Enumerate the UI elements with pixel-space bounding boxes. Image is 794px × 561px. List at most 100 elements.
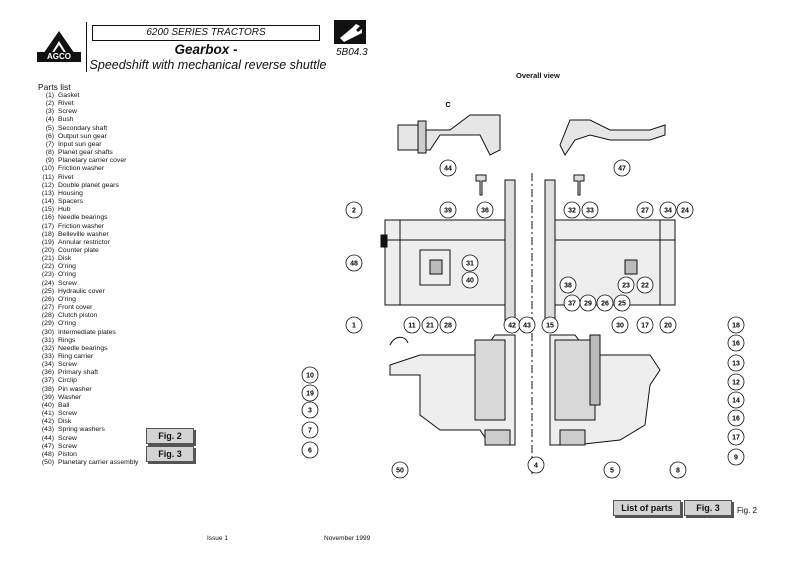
callout-top-5: 32	[563, 201, 581, 219]
part-number: (4)	[45, 116, 54, 124]
part-number: (7)	[45, 140, 54, 148]
part-number: (33)	[41, 353, 54, 360]
parts-list-item: (11)Rivet	[38, 174, 138, 182]
callout-number: 50	[396, 468, 404, 475]
callout-number: 47	[618, 166, 626, 173]
callout-number: 11	[408, 323, 416, 330]
callout-top-9: 24	[676, 201, 694, 219]
parts-list-item: (29)O'ring	[38, 320, 138, 328]
callout-number: 39	[444, 208, 452, 215]
callout-bottom-1: 11	[403, 316, 421, 334]
parts-list-item: (47)Screw	[38, 443, 138, 451]
callout-number: 23	[622, 283, 630, 290]
callout-number: 19	[306, 391, 314, 398]
parts-list-item: (39)Washer	[38, 394, 138, 402]
part-number: (34)	[41, 361, 54, 369]
callout-bottom-17: 12	[727, 373, 745, 391]
parts-list-item: (40)Ball	[38, 402, 138, 410]
section-code: 5B04.3	[336, 47, 368, 58]
parts-list-item: (36)Primary shaft	[38, 369, 138, 377]
callout-number: 21	[426, 323, 434, 330]
callout-bottom-19: 16	[727, 409, 745, 427]
callout-number: 15	[546, 323, 554, 330]
part-label: Input sun gear	[58, 140, 102, 148]
part-label: Clutch piston	[58, 312, 98, 320]
issue-label: Issue 1	[207, 535, 228, 542]
part-number: (9)	[45, 157, 54, 165]
callout-bottom-23: 19	[301, 384, 319, 402]
parts-list-item: (22)O'ring	[38, 263, 138, 271]
callout-top-4: 36	[476, 201, 494, 219]
part-label: Screw	[58, 442, 77, 450]
part-number: (3)	[45, 108, 54, 116]
callout-bottom-22: 10	[301, 366, 319, 384]
parts-list-item: (13)Housing	[38, 190, 138, 198]
callout-number: 42	[508, 323, 516, 330]
callout-bottom-26: 6	[301, 441, 319, 459]
parts-list-item: (28)Clutch piston	[38, 312, 138, 320]
callout-number: 16	[732, 416, 740, 423]
callout-bottom-4: 42	[503, 316, 521, 334]
part-number: (2)	[45, 100, 54, 108]
callout-top-10: 48	[345, 254, 363, 272]
parts-list-item: (34)Screw	[38, 361, 138, 369]
part-number: (30)	[41, 328, 54, 336]
parts-list-item: (14)Spacers	[38, 198, 138, 206]
parts-list-item: (10)Friction washer	[38, 165, 138, 173]
parts-list: (1)Gasket(2)Rivet(3)Screw(4)Bush(5)Secon…	[38, 92, 139, 467]
callout-top-13: 38	[559, 276, 577, 294]
parts-list-item: (42)Disk	[38, 418, 138, 426]
part-label: O'ring	[58, 271, 76, 279]
part-number: (5)	[45, 124, 54, 132]
part-label: Front cover	[58, 304, 93, 312]
part-label: Hydraulic cover	[58, 287, 105, 295]
parts-list-item: (30)Intermediate plates	[38, 329, 138, 337]
callout-number: 1	[352, 323, 356, 330]
callout-number: 36	[481, 208, 489, 215]
callout-bottom-24: 3	[301, 401, 319, 419]
parts-list-item: (19)Annular restrictor	[38, 239, 138, 247]
section-letter: C	[445, 102, 450, 109]
fig3-bottom-button[interactable]: Fig. 3	[684, 500, 732, 516]
parts-list-item: (32)Needle bearings	[38, 345, 138, 353]
part-number: (20)	[41, 246, 54, 254]
part-label: Gasket	[58, 92, 80, 99]
callout-number: 48	[350, 261, 358, 268]
part-number: (8)	[45, 149, 54, 157]
parts-list-item: (38)Pin washer	[38, 386, 138, 394]
callout-number: 32	[568, 208, 576, 215]
parts-list-item: (17)Friction washer	[38, 223, 138, 231]
fig3-button[interactable]: Fig. 3	[146, 446, 194, 462]
callout-bottom-5: 43	[518, 316, 536, 334]
callout-number: 29	[584, 301, 592, 308]
callout-number: 14	[732, 398, 740, 405]
parts-list-item: (3)Screw	[38, 108, 138, 116]
part-label: Screw	[58, 279, 77, 287]
callout-number: 17	[732, 435, 740, 442]
part-label: Planetary carrier cover	[58, 157, 127, 165]
parts-list-item: (6)Output sun gear	[38, 133, 138, 141]
callout-bottom-10: 25	[613, 294, 631, 312]
part-number: (37)	[41, 377, 54, 385]
list-of-parts-button[interactable]: List of parts	[613, 500, 681, 516]
callout-bottom-7: 37	[563, 294, 581, 312]
fig2-button[interactable]: Fig. 2	[146, 428, 194, 444]
part-label: Planet gear shafts	[58, 149, 113, 157]
parts-list-item: (23)O'ring	[38, 271, 138, 279]
callout-number: 26	[601, 301, 609, 308]
part-number: (14)	[41, 198, 54, 206]
parts-list-item: (7) Input sun gear	[38, 141, 138, 149]
header-divider	[86, 22, 87, 72]
callout-bottom-20: 17	[727, 428, 745, 446]
diagram-title: Overall view	[516, 71, 560, 80]
part-label: Primary shaft	[58, 369, 99, 377]
callout-number: 7	[308, 428, 312, 435]
callout-number: 5	[610, 468, 614, 475]
part-label: Rings	[58, 336, 76, 344]
parts-list-item: (5)Secondary shaft	[38, 125, 138, 133]
parts-list-item: (20)Counter plate	[38, 247, 138, 255]
callout-top-15: 22	[636, 276, 654, 294]
parts-list-title: Parts list	[38, 82, 71, 92]
part-number: (16)	[41, 214, 54, 222]
parts-list-item: (9) Planetary carrier cover	[38, 157, 138, 165]
